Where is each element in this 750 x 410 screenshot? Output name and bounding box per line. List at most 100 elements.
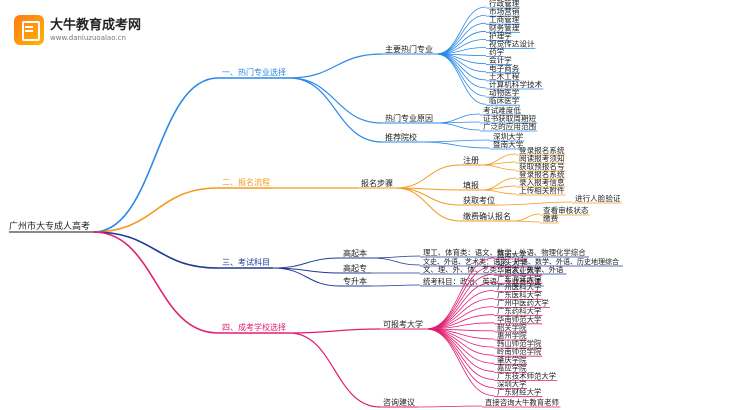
- hot-group-label-1: 热门专业原因: [385, 113, 433, 123]
- apply-sub-label: 报名步骤: [361, 178, 393, 188]
- hot-leaf-link-0-11: [435, 53, 487, 97]
- hot-leaf-0-8: 电子商务: [489, 63, 520, 73]
- exam-leaf-0-0: 理工、体育类：语文、数学、外语、物理化学综合: [423, 248, 586, 257]
- apply-leaf-link-2-0: [497, 201, 573, 206]
- school-leaf-0-13: 肇庆学院: [497, 355, 527, 364]
- exam-leaf-0-1: 文史、外语、艺术类：语文、外语、数学、外语、历史地理综合: [423, 257, 619, 266]
- hot-leaf-0-11: 动物医学: [489, 87, 520, 97]
- exam-leaf-link-0-1: [371, 257, 421, 266]
- branch-schools-label: 四、成考学校选择: [222, 322, 286, 332]
- school-leaf-0-7: 广东药科大学: [497, 307, 541, 316]
- school-leaf-0-15: 广东技术师范大学: [497, 372, 556, 381]
- brand-url: www.daniuzuoalao.cn: [50, 33, 126, 42]
- school-group-label-0: 可报考大学: [383, 319, 423, 329]
- exam-leaf-2-0: 统考科目：政治、英语、专业基础课: [423, 277, 542, 286]
- branch-link-hot: [93, 77, 219, 233]
- branch-link-exam: [93, 231, 219, 269]
- apply-leaf-0-2: 获取预报名号: [519, 161, 565, 171]
- school-leaf-link-1-0: [417, 405, 483, 408]
- brand-name: 大牛教育成考网: [50, 17, 142, 33]
- hot-leaf-1-0: 考试难度低: [483, 105, 521, 115]
- exam-row-label-0: 高起本: [343, 248, 367, 258]
- book-icon: [14, 15, 44, 45]
- hot-leaf-0-2: 工商管理: [489, 14, 520, 24]
- hot-leaf-1-1: 证书获取周期短: [483, 113, 537, 123]
- hot-group-label-2: 推荐院校: [385, 132, 417, 142]
- hot-leaf-0-10: 计算机科学技术: [489, 79, 543, 89]
- apply-leaf-1-2: 上传相关附件: [519, 185, 565, 195]
- school-leaf-link-0-0: [425, 257, 495, 330]
- school-leaf-0-16: 深圳大学: [497, 380, 527, 389]
- hot-leaf-1-2: 广泛的应用范围: [483, 121, 536, 131]
- apply-step-link-3: [395, 187, 461, 222]
- apply-leaf-link-0-2: [481, 164, 517, 171]
- exam-row-link-2: [272, 267, 341, 287]
- hot-leaf-0-7: 会计学: [489, 55, 512, 65]
- hot-group-link-2: [289, 77, 383, 143]
- hot-leaf-0-12: 临床医学: [489, 95, 520, 105]
- apply-step-label-3: 缴费确认报名: [463, 211, 511, 221]
- school-leaf-0-11: 韩山师范学院: [497, 339, 542, 348]
- school-leaf-0-14: 嘉应学院: [497, 363, 527, 372]
- apply-leaf-3-0: 查看审核状态: [543, 205, 589, 215]
- hot-leaf-0-3: 财务管理: [489, 22, 520, 32]
- apply-leaf-link-1-2: [481, 189, 517, 195]
- school-leaf-link-0-12: [425, 328, 495, 356]
- apply-leaf-0-0: 登录报名系统: [519, 145, 565, 155]
- hot-leaf-0-5: 视觉传达设计: [489, 39, 535, 49]
- school-group-label-1: 咨询建议: [383, 397, 415, 407]
- apply-step-label-2: 获取考位: [463, 195, 495, 205]
- hot-leaf-link-0-4: [435, 39, 487, 55]
- school-leaf-0-6: 广州中医药大学: [497, 299, 549, 308]
- school-leaf-0-10: 惠州学院: [497, 331, 527, 340]
- hot-leaf-2-1: 暨南大学: [493, 139, 524, 149]
- apply-step-link-2: [395, 187, 461, 206]
- hot-leaf-link-2-0: [419, 139, 491, 143]
- hot-group-label-0: 主要热门专业: [385, 44, 433, 54]
- school-leaf-0-4: 广州医科大学: [497, 282, 541, 291]
- exam-leaf-link-2-0: [371, 284, 421, 287]
- exam-leaf-1-0: 文、理、外、体、艺类：语文、数学、外语: [423, 265, 564, 274]
- branch-link-schools: [93, 231, 219, 334]
- apply-leaf-link-0-1: [481, 161, 517, 166]
- school-leaf-0-2: 华南农业大学: [497, 266, 541, 275]
- hot-leaf-0-9: 土木工程: [489, 71, 520, 81]
- hot-leaf-2-0: 深圳大学: [493, 131, 524, 141]
- apply-leaf-1-0: 登录报名系统: [519, 169, 565, 179]
- school-leaf-0-5: 广东医科大学: [497, 291, 541, 300]
- school-leaf-0-9: 韶关学院: [497, 323, 527, 332]
- apply-step-label-0: 注册: [463, 155, 479, 165]
- branch-exam-label: 三、考试科目: [222, 257, 270, 267]
- apply-leaf-3-1: 缴费: [543, 213, 559, 223]
- school-leaf-link-0-2: [425, 273, 495, 330]
- school-leaf-link-0-17: [425, 328, 495, 397]
- school-group-link-1: [289, 332, 381, 408]
- school-leaf-0-1: 汕头大学: [497, 258, 527, 267]
- school-leaf-0-0: 暨南大学: [497, 250, 527, 259]
- hot-leaf-link-0-12: [435, 53, 487, 105]
- hot-leaf-0-4: 护理学: [489, 30, 512, 40]
- hot-leaf-link-0-9: [435, 53, 487, 81]
- school-leaf-link-0-5: [425, 298, 495, 330]
- apply-leaf-link-3-1: [513, 220, 541, 223]
- exam-row-label-2: 专升本: [343, 276, 367, 286]
- apply-leaf-1-1: 录入报考信息: [519, 177, 565, 187]
- school-leaf-0-3: 广东海洋大学: [497, 274, 541, 283]
- school-group-link-0: [289, 328, 381, 334]
- hot-leaf-link-2-1: [419, 141, 491, 149]
- school-leaf-0-17: 广东财经大学: [497, 388, 541, 397]
- brand-logo: 大牛教育成考网 www.daniuzuoalao.cn: [14, 15, 141, 45]
- hot-leaf-0-1: 市场营销: [489, 6, 520, 16]
- apply-leaf-0-1: 阅读报考须知: [519, 153, 565, 163]
- hot-group-link-1: [289, 77, 383, 124]
- hot-group-link-0: [289, 53, 383, 79]
- apply-leaf-link-3-0: [513, 213, 541, 222]
- school-leaf-link-0-1: [425, 265, 495, 330]
- school-leaf-0-12: 岭南师范学院: [497, 347, 542, 356]
- hot-leaf-link-0-2: [435, 22, 487, 55]
- branch-hot-label: 一、热门专业选择: [222, 67, 286, 77]
- hot-leaf-0-6: 药学: [489, 47, 505, 57]
- branch-apply-label: 二、报名流程: [222, 177, 270, 187]
- exam-row-link-0: [272, 257, 341, 269]
